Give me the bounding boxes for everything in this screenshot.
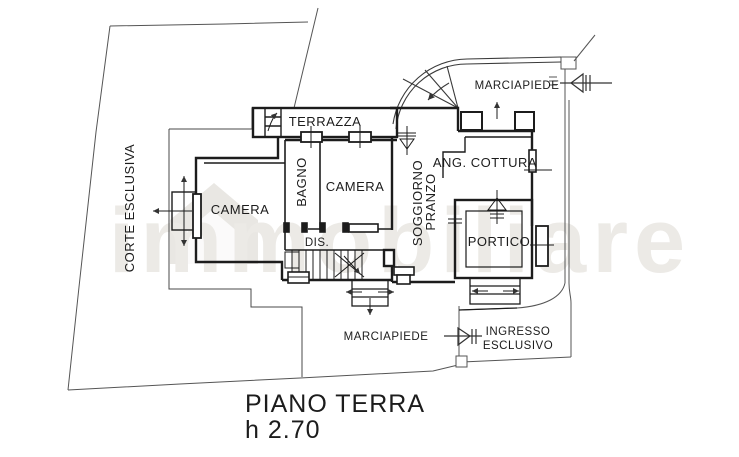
door-symbol-soggiorno [398, 126, 416, 155]
bay-window-camera [153, 176, 202, 246]
fan-step-lines [402, 65, 459, 109]
sidewalk-arc-outer [392, 58, 468, 125]
boundary-top [109, 21, 309, 27]
portico-steps-box [469, 277, 521, 305]
opening-symbols [153, 102, 554, 285]
portico-steps-treads [470, 285, 520, 295]
terrace-stair-box [264, 107, 282, 138]
exterior-steps [346, 277, 521, 315]
label-bagno: BAGNO [294, 157, 309, 206]
fan-direction-arrow [427, 82, 450, 101]
label-dis: DIS. [305, 237, 329, 249]
portico-east-window [535, 225, 549, 267]
door-symbol-portico [487, 190, 507, 224]
sidewalk-arc-inner [395, 63, 468, 130]
labels: CORTE ESCLUSIVA TERRAZZA MARCIAPIEDE CAM… [122, 80, 559, 352]
boundary-right-double-line [564, 69, 570, 283]
entry-steps [346, 279, 394, 315]
title-block: PIANO TERRA h 2.70 [245, 390, 425, 444]
gate-symbol-bottom [444, 326, 482, 347]
door-jamb [301, 222, 308, 233]
portico-steps [469, 277, 521, 305]
entry-steps-treads [352, 288, 388, 298]
door-triangle [487, 197, 507, 211]
staircase [284, 250, 365, 284]
stair-pillar [382, 248, 396, 268]
gate-triangle [457, 326, 472, 347]
door-bars [490, 213, 504, 219]
terrace-stair-arrow [267, 112, 278, 132]
label-pranzo: PRANZO [423, 173, 438, 230]
fan-area-walls [390, 106, 460, 131]
boundary-left [67, 25, 111, 391]
door-bars [398, 132, 416, 137]
sidewalk-top-inner [466, 61, 562, 65]
title-height: h 2.70 [245, 416, 321, 444]
label-corte-esclusiva: CORTE ESCLUSIVA [122, 144, 137, 272]
kitchen-partition [442, 137, 466, 178]
paving-line-upper [169, 107, 265, 130]
label-ingresso: INGRESSO [486, 326, 551, 338]
north-window-box [514, 111, 535, 131]
boundary-corner-post [560, 56, 577, 70]
label-soggiorno: SOGGIORNO [410, 160, 425, 246]
terrace-stair [264, 107, 282, 138]
gate-post [455, 355, 468, 368]
title-floor: PIANO TERRA [245, 390, 425, 418]
portico-inner-line [465, 210, 523, 268]
boundary-right-top-diagonal [573, 34, 596, 62]
boundary-bottom [67, 364, 459, 391]
door-jamb [342, 222, 349, 233]
label-ang-cottura: ANG. COTTURA [433, 155, 537, 170]
door-jamb [319, 222, 326, 233]
camera-west-window [192, 193, 202, 239]
site-boundary [67, 7, 596, 391]
house-interior-walls [204, 136, 532, 311]
walkway-curve-inner [458, 282, 566, 311]
label-portico: PORTICO [468, 234, 531, 249]
gate-bars [471, 329, 477, 344]
label-esclusivo: ESCLUSIVO [483, 340, 553, 352]
label-terrazza: TERRAZZA [289, 114, 362, 129]
gate-symbols [444, 72, 612, 347]
door-triangle [399, 138, 415, 150]
label-marciapiede-top: MARCIAPIEDE [475, 80, 560, 92]
label-camera-right: CAMERA [326, 179, 385, 194]
kitchen-window [528, 149, 537, 173]
entry-window-inner [396, 274, 411, 285]
hatch-ticks [549, 76, 557, 86]
ingresso-bottom-line [461, 356, 572, 363]
label-camera-left: CAMERA [211, 202, 270, 217]
paving-line-lower [168, 129, 303, 377]
boundary-northeast-diagonal [293, 7, 319, 109]
stair-direction-arrow [343, 255, 361, 275]
door-jamb [283, 222, 290, 233]
entry-window-outer [393, 266, 415, 276]
terrazza-outline [251, 106, 399, 139]
label-marciapiede-bottom: MARCIAPIEDE [344, 331, 429, 343]
portico-west-tick [448, 218, 462, 224]
gate-triangle [570, 72, 584, 94]
hall-window [348, 223, 379, 233]
stair-landing [284, 251, 300, 269]
gate-symbol-right [560, 72, 612, 94]
window-ticks [310, 126, 361, 148]
walkway-curve-outer [568, 282, 572, 357]
ingresso-top-wall [458, 307, 518, 311]
sidewalk-top-outer [466, 56, 562, 60]
gate-bars [585, 75, 591, 91]
north-window-box [460, 111, 483, 131]
